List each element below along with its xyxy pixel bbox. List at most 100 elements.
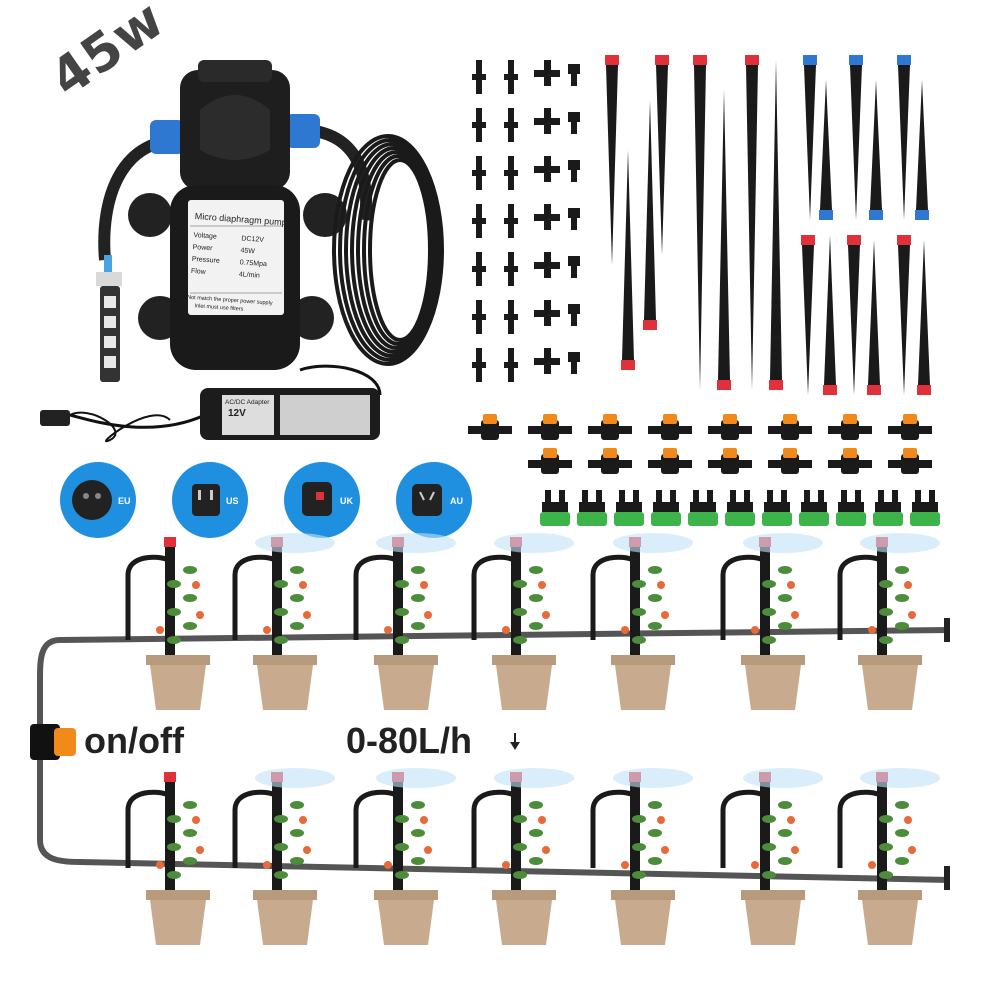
drip-stake [655,55,669,255]
fitting [568,208,580,230]
green-fitting [540,490,570,526]
drip-stake [693,55,707,390]
inline-valve [828,448,872,474]
potted-plant [232,768,335,945]
green-fitting [577,490,607,526]
green-fitting [762,490,792,526]
fitting [472,60,486,94]
pressure-value: 0.75Mpa [239,259,267,268]
drip-stakes [605,55,931,395]
inline-valve [528,448,572,474]
drip-stake [897,55,911,220]
tubing-coil [332,134,444,366]
drip-stake [917,240,931,395]
drip-stake [867,240,881,395]
drip-stake [769,60,783,390]
inline-valve [768,448,812,474]
drip-stake [847,235,861,395]
flow-value: 4L/min [239,271,261,279]
drip-stake [823,235,837,395]
fitting [504,60,518,94]
power-label: Power [192,244,213,252]
inline-valve [708,414,752,440]
inline-valve [768,414,812,440]
connector-fittings [472,60,580,382]
plant-row-bottom [125,768,940,945]
on-off-valve-icon [54,728,76,756]
drip-stake [803,55,817,220]
inline-valve [468,414,512,440]
potted-plant [720,768,823,945]
irrigation-diagram [30,533,951,945]
inline-valves [468,414,932,474]
switch-label: on/off [84,720,184,761]
inline-valve [828,414,872,440]
inline-valve [648,414,692,440]
plug-us-label: US [226,496,239,506]
pump-note-2: Inlet must use filters [194,303,243,312]
power-adapter: AC/DC Adapter 12V [40,364,382,443]
drip-stake [643,100,657,330]
inline-valve [588,448,632,474]
flow-label: Flow [191,268,207,276]
drip-stake [819,80,833,220]
plug-au-label: AU [450,496,463,506]
inline-valve [648,448,692,474]
fitting [568,160,580,182]
fitting [472,156,486,190]
inline-valve [588,414,632,440]
fitting [504,108,518,142]
fitting [534,60,560,86]
inline-valve [888,448,932,474]
drip-stake [897,235,911,395]
potted-plant [125,537,210,710]
voltage-value: DC12V [241,235,264,244]
fitting [534,108,560,134]
plug-uk: UK [284,462,360,538]
drip-stake [717,90,731,390]
fitting [472,252,486,286]
power-value: 45W [240,247,255,255]
fitting [534,348,560,374]
fitting [504,156,518,190]
fitting [568,112,580,134]
potted-plant [471,533,574,710]
voltage-label: Voltage [193,232,217,241]
drip-stake [745,55,759,390]
fitting [504,348,518,382]
potted-plant [471,768,574,945]
pressure-label: Pressure [192,256,221,265]
green-fitting [910,490,940,526]
plug-eu: EU [60,462,136,538]
drip-stake [801,235,815,395]
plug-uk-label: UK [340,496,353,506]
drip-stake [915,80,929,220]
fitting [568,64,580,86]
fitting [504,300,518,334]
fitting [568,256,580,278]
adapter-voltage: 12V [228,408,246,419]
potted-plant [837,533,940,710]
potted-plant [353,533,456,710]
drip-stake [849,55,863,220]
fitting [472,108,486,142]
fitting [568,304,580,326]
plug-us: US [172,462,248,538]
fitting [534,204,560,230]
pump-note-1: Not match the proper power supply [187,295,273,307]
fitting [504,252,518,286]
fitting [472,300,486,334]
fitting [472,348,486,382]
green-fitting [873,490,903,526]
inline-valve [708,448,752,474]
fitting [568,352,580,374]
fitting [472,204,486,238]
plug-options: EU US UK AU [60,462,472,538]
green-end-fittings [540,490,940,526]
drip-stake [869,80,883,220]
drip-stake [621,150,635,370]
adapter-title: AC/DC Adapter [225,399,270,406]
plug-eu-label: EU [118,496,131,506]
green-fitting [614,490,644,526]
